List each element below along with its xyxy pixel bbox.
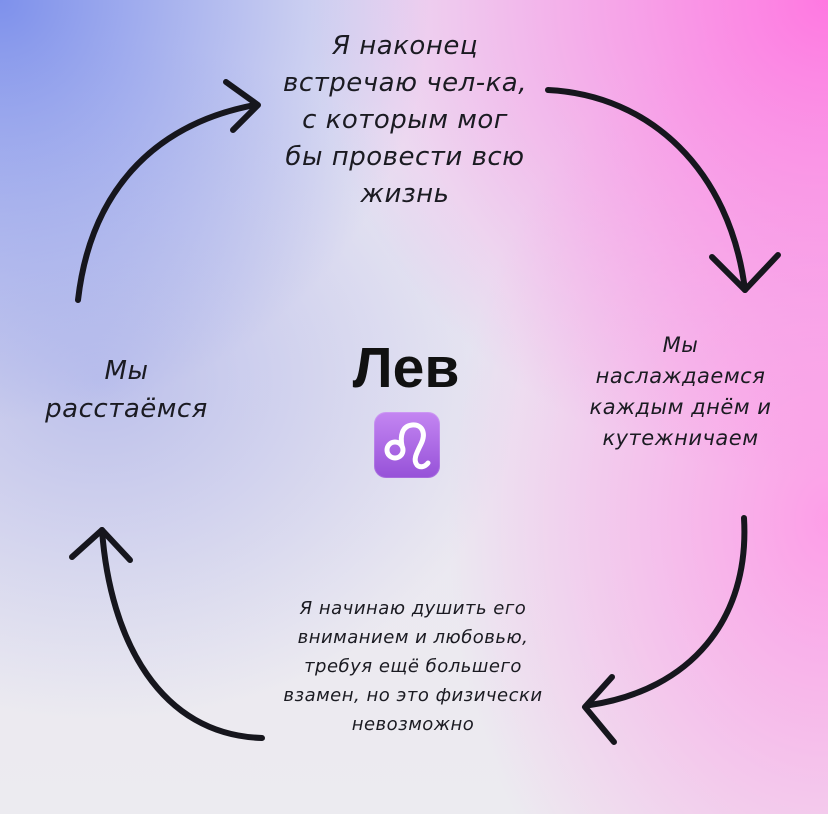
step-line: требуя ещё большего (304, 656, 522, 677)
arrow-left-to-top (75, 102, 258, 303)
arrow-bottom-to-left-head (69, 527, 133, 563)
step-line: расстаёмся (45, 394, 208, 424)
step-line: Мы (104, 356, 149, 386)
arrow-right-to-bottom (587, 515, 748, 708)
zodiac-title: Лев (352, 336, 460, 400)
arrow-right-to-bottom-head (582, 674, 617, 745)
leo-zodiac-icon (374, 412, 440, 478)
step-line: встречаю чел-ка, (283, 68, 527, 98)
step-line: Мы (662, 333, 699, 357)
step-line: жизнь (360, 179, 450, 209)
step-line: с которым мог (302, 105, 508, 135)
arrow-top-to-right-head (709, 252, 781, 293)
arrow-top-to-right (545, 87, 748, 293)
cycle-step-meeting: Я наконец встречаю чел-ка, с которым мог… (255, 28, 555, 213)
step-line: наслаждаемся (595, 364, 766, 388)
step-line: невозможно (351, 714, 475, 735)
cycle-step-breakup: Мы расстаёмся (14, 352, 239, 428)
arrow-bottom-to-left (99, 527, 265, 741)
step-line: вниманием и любовью, (297, 627, 529, 648)
step-line: Я начинаю душить его (299, 598, 527, 619)
step-line: кутежничаем (602, 426, 759, 450)
cycle-step-enjoying: Мы наслаждаемся каждым днём и кутежничае… (568, 330, 793, 454)
arrow-left-to-top-head (223, 79, 261, 133)
step-line: бы провести всю (285, 142, 525, 172)
step-line: каждым днём и (589, 395, 772, 419)
cycle-step-smothering: Я начинаю душить его вниманием и любовью… (248, 594, 578, 739)
step-line: Я наконец (331, 31, 479, 61)
step-line: взамен, но это физически (283, 685, 543, 706)
